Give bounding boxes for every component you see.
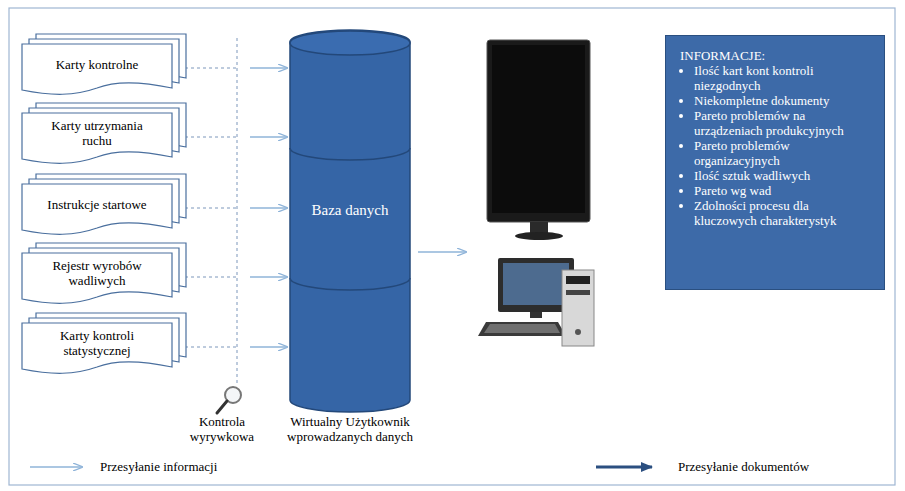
document-stack: Karty kontrolne	[22, 34, 192, 96]
info-item: Ilość kart kont kontroli niezgodnych	[694, 63, 874, 93]
dashed-collector	[237, 38, 238, 386]
legend-doc-sample	[596, 466, 652, 469]
document-stack: Karty kontroli statystycznej	[22, 313, 192, 375]
document-label: Karty kontrolne	[22, 44, 172, 84]
database-label: Baza danych	[288, 202, 412, 219]
outer-frame	[9, 8, 895, 485]
info-item: Niekompletne dokumenty	[694, 93, 874, 108]
info-item: Zdolności procesu dla kluczowych charakt…	[694, 198, 874, 228]
document-stack: Karty utrzymania ruchu	[22, 103, 192, 165]
info-list: Ilość kart kont kontroli niezgodnychNiek…	[680, 63, 874, 228]
info-item: Ilość sztuk wadliwych	[694, 168, 874, 183]
info-heading: INFORMACJE:	[680, 48, 874, 63]
database-caption: Wirtualny Użytkownik wprowadzanych danyc…	[268, 414, 432, 444]
document-label: Karty kontroli statystycznej	[22, 323, 172, 363]
document-label: Rejestr wyrobów wadliwych	[22, 253, 172, 293]
note-label: Kontrola wyrywkowa	[180, 414, 264, 444]
document-stack: Instrukcje startowe	[22, 174, 192, 236]
database-cylinder: Baza danychWirtualny Użytkownik wprowadz…	[288, 30, 412, 412]
legend-info-sample	[30, 466, 82, 467]
desktop-computer-illustration	[478, 258, 594, 346]
document-label: Karty utrzymania ruchu	[22, 113, 172, 153]
info-item: Pareto problemów na urządzeniach produkc…	[694, 108, 874, 138]
info-box: INFORMACJE:Ilość kart kont kontroli niez…	[665, 35, 885, 290]
flow-connector	[173, 277, 287, 278]
legend-text: Przesyłanie dokumentów	[678, 459, 809, 474]
cylinder-shape	[288, 30, 412, 412]
output-arrow	[418, 251, 466, 252]
info-item: Pareto wg wad	[694, 183, 874, 198]
info-item: Pareto problemów organizacyjnych	[694, 138, 874, 168]
flow-connector	[173, 208, 287, 209]
document-stack: Rejestr wyrobów wadliwych	[22, 243, 192, 305]
flow-connector	[173, 347, 287, 348]
magnifier-icon	[217, 387, 241, 413]
flow-connector	[173, 137, 287, 138]
monitor-illustration	[487, 40, 590, 240]
flow-connector	[173, 68, 287, 69]
legend-text: Przesyłanie informacji	[100, 459, 217, 474]
document-label: Instrukcje startowe	[22, 184, 172, 224]
